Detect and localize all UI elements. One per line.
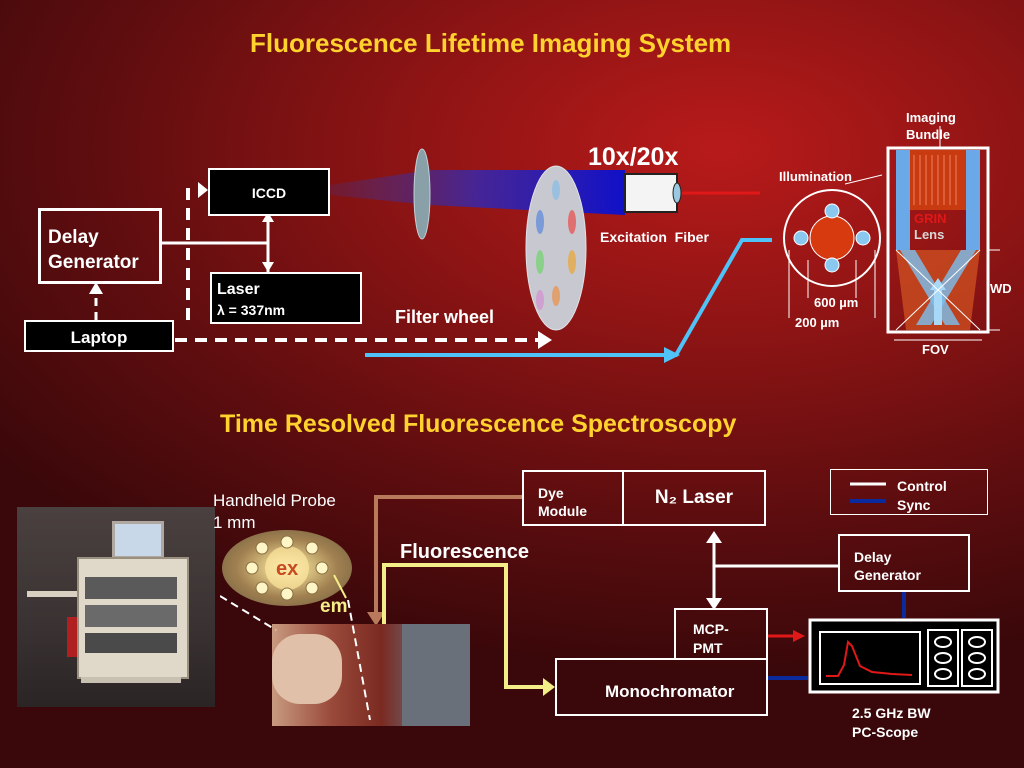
ex-label: ex: [276, 558, 299, 580]
arrow-dashed-iccd: [198, 182, 208, 198]
laptop-box: Laptop: [24, 320, 174, 352]
delay-generator-label: Delay Generator: [48, 227, 139, 273]
imaging-bundle-line1: Imaging: [906, 110, 956, 125]
diameter-600-label: 600 µm: [814, 295, 859, 310]
mcp-pmt-line2: PMT: [693, 640, 723, 656]
mcp-pmt-line1: MCP-: [693, 621, 729, 637]
fiber-blue-line: [365, 238, 772, 357]
mcp-pmt-box: MCP- PMT: [674, 608, 768, 660]
flim-diagram-lines: [89, 126, 1000, 363]
delay-generator-2-line2: Generator: [854, 567, 921, 583]
monochromator-box: Monochromator: [555, 658, 768, 716]
fiber-cross-section: [783, 189, 881, 287]
n2-laser-box: N₂ Laser: [622, 470, 766, 526]
illumination-label: Illumination: [779, 169, 852, 184]
laser-box: Laser λ = 337nm: [210, 272, 362, 324]
dye-module-line1: Dye: [538, 485, 564, 501]
fluorescence-label: Fluorescence: [400, 541, 529, 563]
imaging-bundle-line2: Bundle: [906, 127, 951, 142]
delay-generator-2-line1: Delay: [854, 549, 892, 565]
delay-generator-2-box: Delay Generator: [838, 534, 970, 592]
objective-body: [624, 173, 678, 213]
iccd-box: ICCD: [208, 168, 330, 216]
fov-label: FOV: [922, 342, 949, 357]
diameter-200-label: 200 µm: [795, 315, 840, 330]
laptop-label: Laptop: [70, 328, 128, 347]
pc-scope-line1: 2.5 GHz BW: [852, 705, 931, 721]
pc-scope-line2: PC-Scope: [852, 724, 919, 740]
laser-wavelength: λ = 337nm: [217, 302, 286, 318]
delay-to-iccd-line: [162, 217, 270, 245]
instrument-cart-photo: [17, 507, 215, 707]
laptop-to-iccd-dashed: [186, 188, 204, 320]
section2-title: Time Resolved Fluorescence Spectroscopy: [220, 410, 737, 438]
grin-line1: GRIN: [914, 211, 947, 226]
legend-sync: Sync: [897, 497, 931, 513]
delay-generator-box: Delay Generator: [38, 208, 162, 284]
grin-lens-label: GRIN Lens: [914, 211, 947, 243]
arrow-iccd: [262, 212, 274, 222]
pc-scope-label: 2.5 GHz BW PC-Scope: [852, 704, 931, 742]
grin-line2: Lens: [914, 227, 945, 242]
imaging-bundle-label: Imaging Bundle: [906, 109, 956, 143]
filter-wheel-label: Filter wheel: [395, 307, 495, 327]
section1-title: Fluorescence Lifetime Imaging System: [250, 28, 732, 58]
imaging-bundle-frame: [886, 146, 990, 334]
arrow-delay: [89, 282, 103, 294]
laser-label: Laser: [217, 281, 260, 298]
monochromator-label: Monochromator: [605, 682, 735, 701]
arrow-laser: [262, 262, 274, 272]
n2-laser-label: N₂ Laser: [654, 487, 734, 508]
scope-waveform: [826, 639, 913, 677]
handheld-probe-line1: Handheld Probe: [213, 491, 336, 510]
dye-module-line2: Module: [538, 503, 587, 519]
arrow-dashed-filter: [538, 331, 552, 349]
surgery-photo: [272, 624, 470, 726]
lens: [413, 148, 431, 240]
fluorescence-line: [382, 563, 545, 698]
excitation-fiber-label: Excitation Fiber: [600, 229, 709, 245]
dye-to-probe-line: [374, 495, 522, 615]
wd-label: WD: [990, 281, 1012, 296]
iccd-label: ICCD: [251, 185, 287, 201]
objective-label: 10x/20x: [588, 143, 679, 171]
em-label: em: [320, 596, 348, 617]
legend-control: Control: [897, 478, 947, 494]
filter-wheel-disk: [525, 165, 587, 331]
trfs-diagram-lines: [367, 482, 1000, 698]
handheld-probe-label: Handheld Probe 1 mm: [213, 490, 336, 534]
legend-box: Control Sync: [830, 469, 988, 515]
dye-module-box: Dye Module: [522, 470, 624, 526]
handheld-probe-line2: 1 mm: [213, 513, 256, 532]
